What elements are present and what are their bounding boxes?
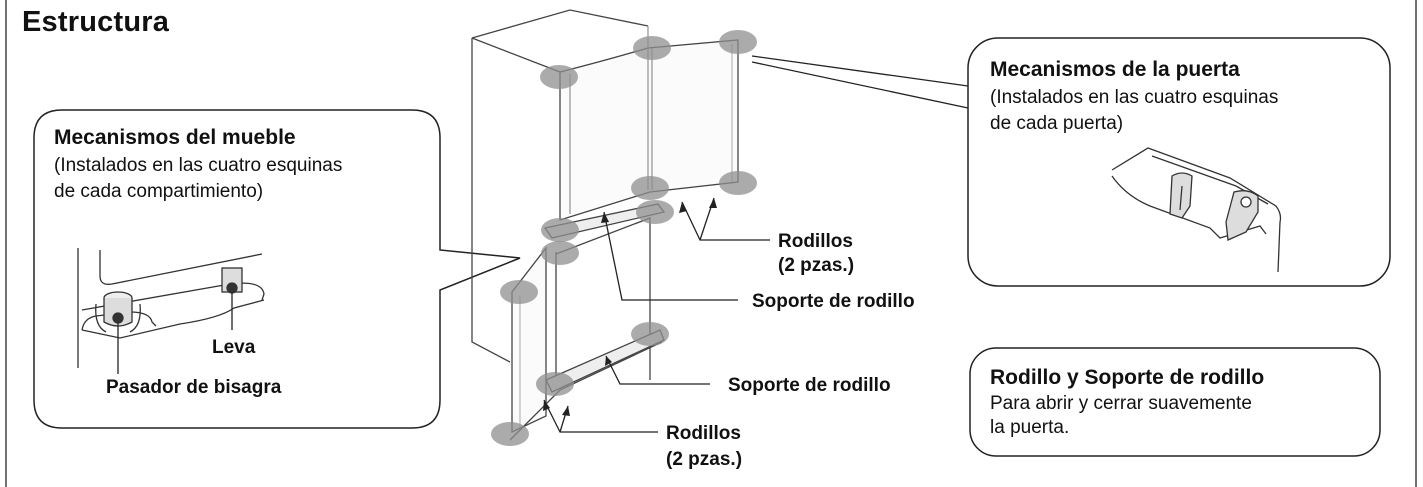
cabinet-callout-box <box>33 109 521 429</box>
roller-support-top-label: Soporte de rodillo <box>752 291 915 312</box>
roller-box-line1: Para abrir y cerrar suavemente <box>990 393 1252 414</box>
marker-dot <box>636 200 674 224</box>
cabinet-box-title: Mecanismos del mueble <box>54 126 296 149</box>
mechanism-location-markers <box>491 30 757 446</box>
door-pointer-line <box>751 61 969 109</box>
door-mechanism-illustration <box>1111 147 1282 273</box>
marker-dot <box>536 372 574 396</box>
cabinet-mechanism-illustration <box>77 248 265 374</box>
door-box-line2: de cada puerta) <box>990 113 1124 134</box>
marker-dot <box>500 280 538 304</box>
page-title: Estructura <box>22 6 170 38</box>
cam-label: Leva <box>212 337 256 358</box>
leader-arrowheads <box>543 198 717 416</box>
marker-dot <box>719 171 757 195</box>
marker-dot <box>633 36 671 60</box>
rollers-bottom-count: (2 pzas.) <box>666 449 743 470</box>
door-pointer-line <box>751 55 969 87</box>
marker-dot <box>541 218 579 242</box>
roller-box-title: Rodillo y Soporte de rodillo <box>990 366 1265 389</box>
door-callout-box <box>967 37 1391 287</box>
cabinet-box-line2: de cada compartimiento) <box>54 181 264 202</box>
roller-support-bottom-label: Soporte de rodillo <box>728 375 891 396</box>
marker-dot <box>631 322 669 346</box>
hinge-pin-label: Pasador de bisagra <box>106 377 282 398</box>
cabinet-box-line1: (Instalados en las cuatro esquinas <box>54 155 343 176</box>
rollers-top-label: Rodillos <box>778 231 853 252</box>
roller-info-box <box>969 347 1381 457</box>
marker-dot <box>631 176 669 200</box>
marker-dot <box>719 30 757 54</box>
roller-box-line2: la puerta. <box>990 417 1070 438</box>
door-box-line1: (Instalados en las cuatro esquinas <box>990 87 1279 108</box>
marker-dot <box>491 422 529 446</box>
rollers-top-count: (2 pzas.) <box>778 255 855 276</box>
refrigerator-illustration <box>471 9 739 441</box>
marker-dot <box>541 241 579 265</box>
rollers-bottom-label: Rodillos <box>666 423 741 444</box>
door-box-title: Mecanismos de la puerta <box>990 58 1240 81</box>
marker-dot <box>540 65 578 89</box>
